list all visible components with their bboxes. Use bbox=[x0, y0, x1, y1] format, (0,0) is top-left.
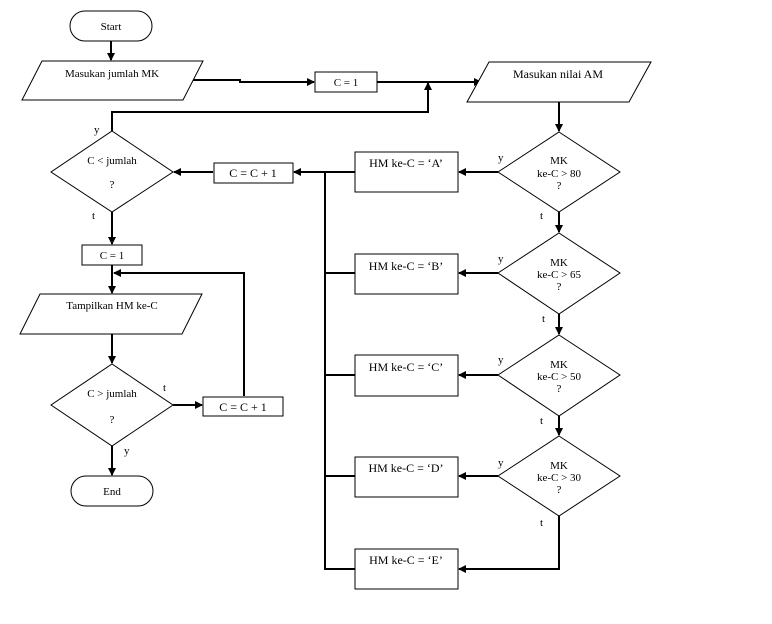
grade-check-2-line2: ke-C > 65 bbox=[537, 269, 582, 281]
branch-labels: y t y t y t y t y t t y bbox=[92, 124, 545, 529]
check4-yes-label: y bbox=[498, 457, 504, 469]
grade-check-4-line3: ? bbox=[557, 484, 562, 496]
grade-check-2: MK ke-C > 65 ? bbox=[497, 232, 621, 315]
grade-box-c: HM ke-C = ‘C’ bbox=[354, 354, 459, 397]
input-mk-label: Masukan jumlah MK bbox=[65, 68, 159, 80]
grade-check-4: MK ke-C > 30 ? bbox=[497, 435, 621, 517]
grade-check-3-line2: ke-C > 50 bbox=[537, 371, 582, 383]
connectors bbox=[107, 41, 563, 573]
grade-check-1: MK ke-C > 80 ? bbox=[497, 131, 621, 213]
show-hm-node: Tampilkan HM ke-C bbox=[19, 293, 203, 335]
c-init-bottom-label: C = 1 bbox=[100, 250, 125, 262]
grade-check-1-line3: ? bbox=[557, 180, 562, 192]
grade-box-b-label: HM ke-C = ‘B’ bbox=[369, 259, 443, 273]
edge-cinc2-loopback bbox=[113, 269, 245, 396]
grade-check-1-line1: MK bbox=[550, 155, 568, 167]
edge-check4-to-e bbox=[458, 516, 560, 573]
check1-yes-label: y bbox=[498, 152, 504, 164]
grade-check-3: MK ke-C > 50 ? bbox=[497, 334, 621, 417]
grade-check-2-line3: ? bbox=[557, 281, 562, 293]
check4-no-label: t bbox=[540, 517, 543, 529]
check3-no-label: t bbox=[540, 415, 543, 427]
c-inc-bottom-node: C = C + 1 bbox=[202, 396, 284, 417]
check3-yes-label: y bbox=[498, 354, 504, 366]
c-init-top-label: C = 1 bbox=[334, 77, 359, 89]
loop-check-yes-label: y bbox=[94, 124, 100, 136]
end-label: End bbox=[103, 486, 121, 498]
grade-box-a: HM ke-C = ‘A’ bbox=[354, 151, 459, 193]
check2-yes-label: y bbox=[498, 253, 504, 265]
c-inc-bottom-label: C = C + 1 bbox=[219, 400, 267, 414]
end-check-decision: C > jumlah ? bbox=[50, 363, 174, 447]
c-init-top-node: C = 1 bbox=[314, 71, 378, 93]
grade-box-a-label: HM ke-C = ‘A’ bbox=[369, 156, 443, 170]
grade-check-3-line3: ? bbox=[557, 383, 562, 395]
loop-check-decision: C < jumlah ? bbox=[50, 130, 174, 213]
loop-check-line2: ? bbox=[110, 179, 115, 191]
c-inc-top-label: C = C + 1 bbox=[229, 166, 277, 180]
c-inc-top-node: C = C + 1 bbox=[213, 162, 294, 184]
grade-box-d-label: HM ke-C = ‘D’ bbox=[368, 461, 443, 475]
grade-box-e-label: HM ke-C = ‘E’ bbox=[369, 553, 443, 567]
grade-check-4-line1: MK bbox=[550, 460, 568, 472]
edge-loop-yes bbox=[111, 82, 432, 131]
loop-check-line1: C < jumlah bbox=[87, 155, 137, 167]
grade-box-b: HM ke-C = ‘B’ bbox=[354, 253, 459, 295]
end-check-no-label: t bbox=[163, 382, 166, 394]
show-hm-label: Tampilkan HM ke-C bbox=[66, 300, 158, 312]
check1-no-label: t bbox=[540, 210, 543, 222]
input-mk-node: Masukan jumlah MK bbox=[21, 60, 204, 101]
input-am-label: Masukan nilai AM bbox=[513, 67, 603, 81]
end-check-yes-label: y bbox=[124, 445, 130, 457]
check2-no-label: t bbox=[542, 313, 545, 325]
grade-check-3-line1: MK bbox=[550, 359, 568, 371]
end-terminator: End bbox=[70, 475, 154, 507]
grade-box-e: HM ke-C = ‘E’ bbox=[354, 548, 459, 590]
c-init-bottom-node: C = 1 bbox=[81, 244, 143, 266]
grade-box-d: HM ke-C = ‘D’ bbox=[354, 456, 459, 498]
loop-check-no-label: t bbox=[92, 210, 95, 222]
edge-input-to-cinit bbox=[186, 78, 315, 86]
start-terminator: Start bbox=[69, 10, 153, 42]
grade-check-2-line1: MK bbox=[550, 257, 568, 269]
end-check-line1: C > jumlah bbox=[87, 388, 137, 400]
start-label: Start bbox=[101, 21, 122, 33]
end-check-line2: ? bbox=[110, 414, 115, 426]
grade-check-1-line2: ke-C > 80 bbox=[537, 168, 582, 180]
grade-check-4-line2: ke-C > 30 bbox=[537, 472, 582, 484]
edge-e-to-bus bbox=[324, 172, 355, 570]
grade-box-c-label: HM ke-C = ‘C’ bbox=[369, 360, 443, 374]
input-am-node: Masukan nilai AM bbox=[466, 61, 652, 103]
